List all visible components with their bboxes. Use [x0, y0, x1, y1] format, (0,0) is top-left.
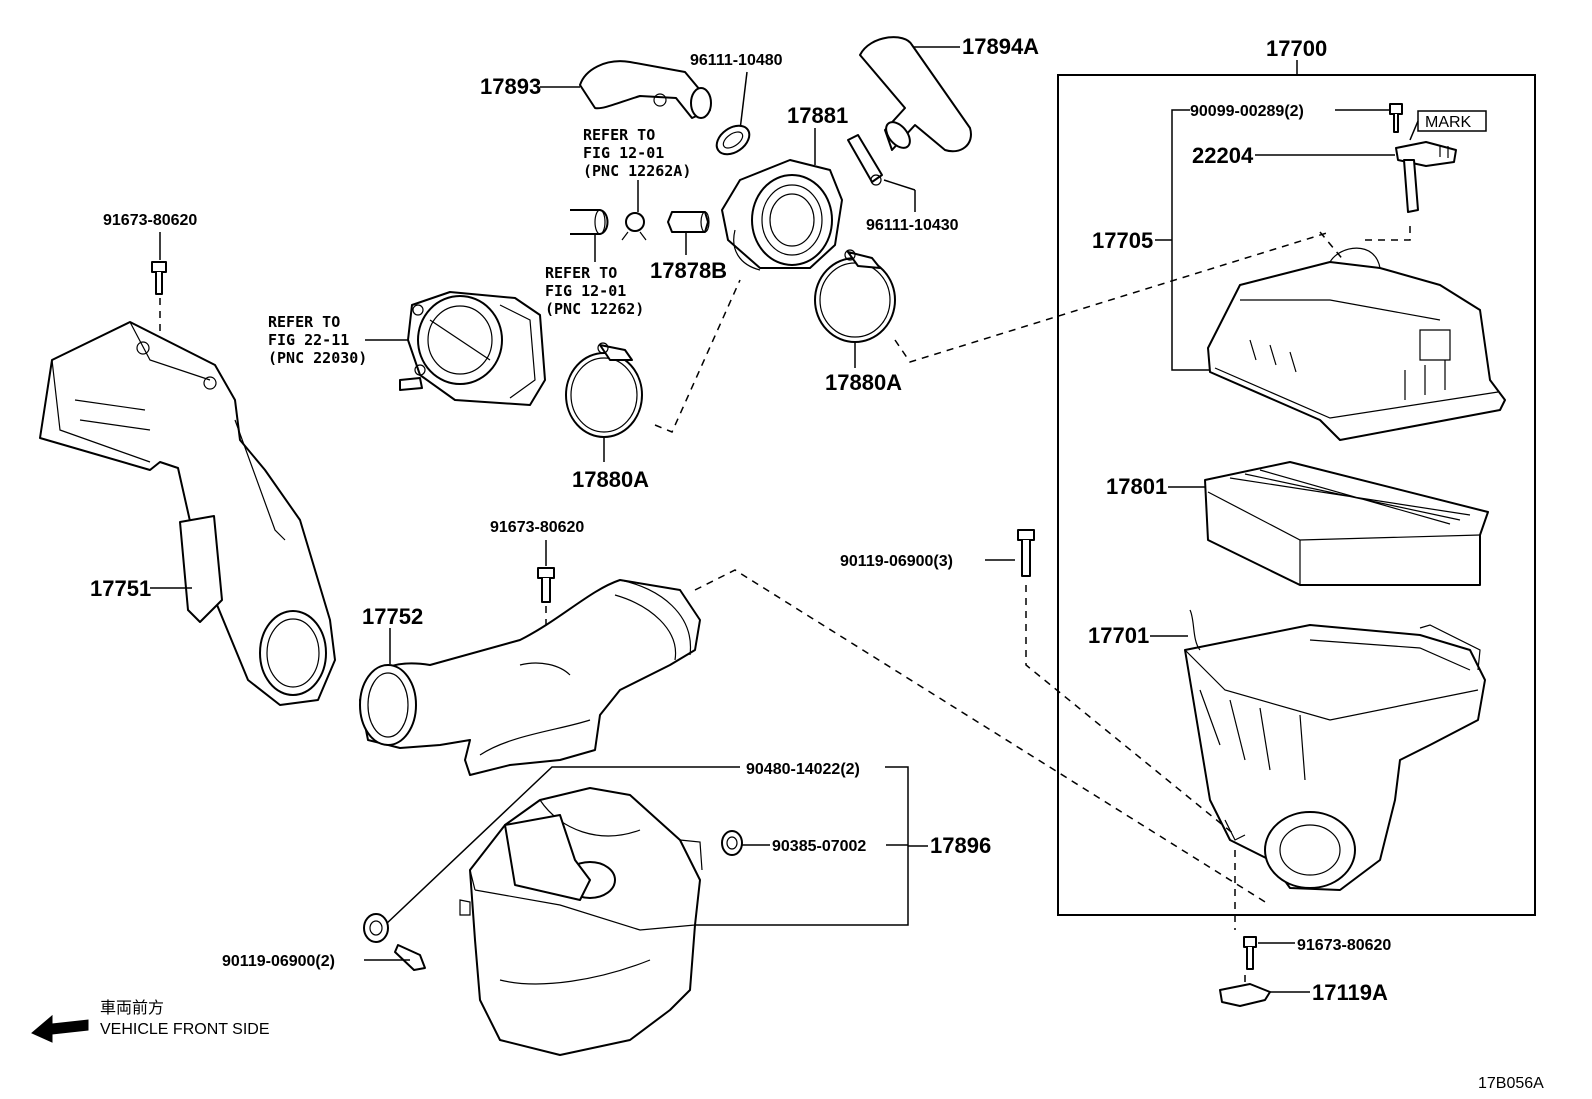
ref-text-line2[interactable]: FIG 22-11	[268, 331, 349, 349]
label-17881[interactable]: 17881	[787, 103, 848, 128]
label-17893[interactable]: 17893	[480, 74, 541, 99]
clip-96111-10430: 96111-10430	[847, 134, 959, 234]
clamp-17880A-right: 17880A	[814, 231, 1331, 395]
ref-text-line1[interactable]: REFER TO	[545, 264, 617, 282]
vehicle-front-direction: 車両前方 VEHICLE FRONT SIDE	[31, 999, 270, 1043]
clip-96111-10480: 96111-10480	[690, 52, 783, 156]
label-17880A-right[interactable]: 17880A	[825, 370, 902, 395]
reference-fig22-11: REFER TO FIG 22-11 (PNC 22030)	[268, 313, 410, 367]
ref-text-line1[interactable]: REFER TO	[583, 126, 655, 144]
label-17894A[interactable]: 17894A	[962, 34, 1039, 59]
air-cleaner-lower-case-17701[interactable]: 17701	[1088, 609, 1486, 891]
label-90119-06900-2[interactable]: 90119-06900(2)	[222, 953, 335, 970]
air-cleaner-upper-case[interactable]	[1207, 220, 1506, 441]
bracket-17705: 17705	[1092, 109, 1210, 371]
throttle-body[interactable]	[399, 291, 546, 406]
air-cleaner-assembly-box: 17700	[1057, 36, 1536, 916]
mass-air-flow-sensor-22204: MARK 22204	[1192, 110, 1487, 213]
label-91673-80620-mid[interactable]: 91673-80620	[490, 519, 584, 536]
label-17752[interactable]: 17752	[362, 604, 423, 629]
label-96111-10480[interactable]: 96111-10480	[690, 52, 783, 69]
label-90385-07002[interactable]: 90385-07002	[772, 838, 866, 855]
arrow-left-icon	[31, 1014, 89, 1043]
label-91673-80620-bottom[interactable]: 91673-80620	[1297, 937, 1391, 954]
reference-fig12-01-b: REFER TO FIG 12-01 (PNC 12262)	[545, 209, 644, 318]
label-90480-14022[interactable]: 90480-14022(2)	[746, 761, 860, 778]
label-17705[interactable]: 17705	[1092, 228, 1153, 253]
bolt-91673-80620-mid: 91673-80620	[490, 519, 584, 650]
reference-fig12-01-a: REFER TO FIG 12-01 (PNC 12262A)	[583, 126, 691, 241]
bolt-91673-80620-top: 91673-80620	[103, 212, 197, 375]
label-17751[interactable]: 17751	[90, 576, 151, 601]
intake-connector-17881[interactable]: 17881	[721, 103, 848, 271]
ref-text-line1[interactable]: REFER TO	[268, 313, 340, 331]
label-90099-00289[interactable]: 90099-00289(2)	[1190, 103, 1304, 120]
label-17880A-left[interactable]: 17880A	[572, 467, 649, 492]
label-17896[interactable]: 17896	[930, 833, 991, 858]
air-filter-element-17801[interactable]: 17801	[1106, 461, 1489, 586]
label-17801[interactable]: 17801	[1106, 474, 1167, 499]
label-90119-06900-3[interactable]: 90119-06900(3)	[840, 553, 953, 570]
ref-text-line3[interactable]: (PNC 12262)	[545, 300, 644, 318]
ref-text-line2[interactable]: FIG 12-01	[583, 144, 664, 162]
bracket-17119A: 91673-80620 17119A	[1219, 850, 1391, 1007]
bracket-17896: 90480-14022(2) 17896 90385-07002	[384, 761, 991, 926]
hose-17893: 17893	[480, 60, 712, 119]
hose-17752[interactable]: 17752	[359, 569, 1271, 906]
screw-90099: 90099-00289(2)	[1190, 103, 1403, 133]
label-91673-80620-top[interactable]: 91673-80620	[103, 212, 197, 229]
label-96111-10430[interactable]: 96111-10430	[866, 217, 959, 234]
diagram-id: 17B056A	[1478, 1075, 1544, 1092]
ref-text-line3[interactable]: (PNC 22030)	[268, 349, 367, 367]
bolt-90119-06900-3: 90119-06900(3)	[840, 529, 1236, 836]
label-17701[interactable]: 17701	[1088, 623, 1149, 648]
label-22204[interactable]: 22204	[1192, 143, 1254, 168]
bolt-90119-06900-2: 90119-06900(2)	[222, 913, 426, 971]
intake-duct-17751[interactable]: 17751	[39, 321, 336, 706]
label-17700[interactable]: 17700	[1266, 36, 1327, 61]
direction-note-en: VEHICLE FRONT SIDE	[100, 1021, 270, 1038]
hose-17894A: 17894A	[859, 34, 1039, 153]
direction-note-jp: 車両前方	[100, 999, 164, 1017]
clamp-17880A-left: 17880A	[565, 279, 741, 492]
label-17119A[interactable]: 17119A	[1312, 980, 1388, 1005]
label-17878B[interactable]: 17878B	[650, 258, 727, 283]
resonator-17896[interactable]	[459, 787, 703, 1056]
ref-text-line2[interactable]: FIG 12-01	[545, 282, 626, 300]
mark-label: MARK	[1425, 114, 1472, 131]
fitting-17878B: 17878B	[650, 211, 727, 283]
ref-text-line3[interactable]: (PNC 12262A)	[583, 162, 691, 180]
